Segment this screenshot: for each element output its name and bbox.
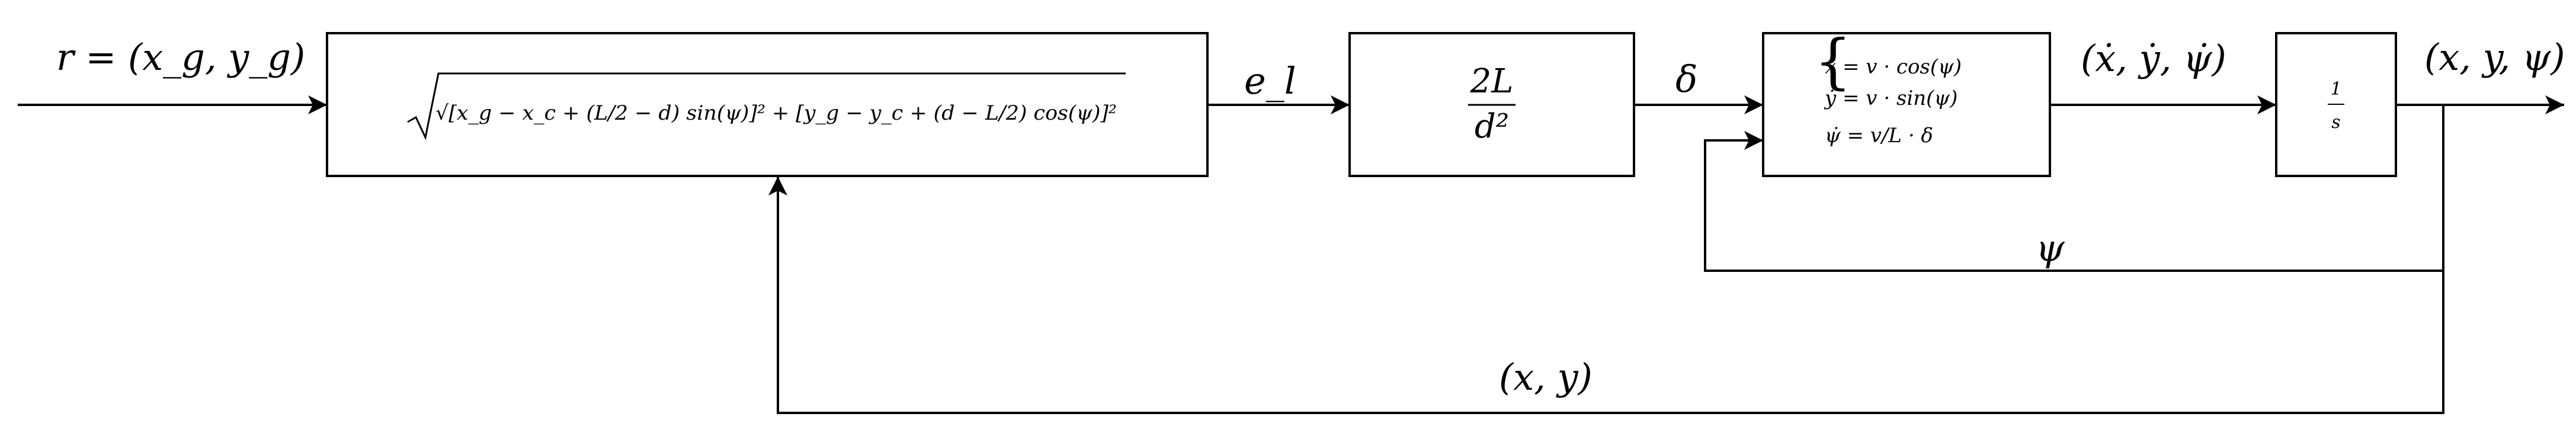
state-label: (x, y, ψ) bbox=[2424, 36, 2565, 79]
heading-feedback-label: ψ bbox=[2036, 226, 2065, 270]
error-computation-block bbox=[326, 32, 1209, 177]
kinematics-eq-psi: ψ̇ = v/L · δ bbox=[1825, 124, 1933, 148]
steering-label: δ bbox=[1675, 57, 1697, 101]
kinematics-eq-y: ẏ = v · sin(ψ) bbox=[1824, 86, 1957, 110]
gain-fraction: 2L d² bbox=[1468, 62, 1516, 146]
integrator-fraction: 1 s bbox=[2328, 79, 2344, 133]
heading-feedback-wire bbox=[1704, 105, 2444, 272]
position-feedback-wire bbox=[768, 177, 2444, 414]
gain-denominator: d² bbox=[1475, 107, 1509, 146]
error-expression-text: √[x_g − x_c + (L/2 − d) sin(ψ)]² + [y_g … bbox=[435, 101, 1117, 125]
state-rates-label: (ẋ, ẏ, ψ̇) bbox=[2081, 37, 2226, 80]
kinematics-block bbox=[1762, 32, 2051, 177]
position-feedback-label: (x, y) bbox=[1499, 355, 1593, 399]
error-expression: √[x_g − x_c + (L/2 − d) sin(ψ)]² + [y_g … bbox=[407, 72, 1126, 140]
integrator-denominator: s bbox=[2331, 112, 2340, 133]
kinematics-eq-x: ẋ = v · cos(ψ) bbox=[1825, 55, 1962, 79]
integrator-numerator: 1 bbox=[2330, 79, 2341, 100]
lateral-error-label: e_l bbox=[1244, 59, 1296, 102]
kinematics-equations: { ẋ = v · cos(ψ) ẏ = v · sin(ψ) ψ̇ = v/L… bbox=[1814, 27, 1962, 148]
gain-numerator: 2L bbox=[1470, 62, 1514, 101]
left-brace: { bbox=[1814, 27, 1852, 96]
reference-label: r = (x_g, y_g) bbox=[56, 36, 305, 79]
